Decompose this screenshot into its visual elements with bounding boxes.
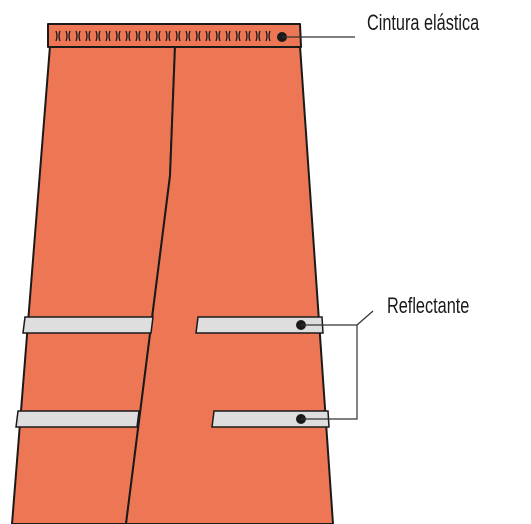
waistband-label: Cintura elástica — [367, 11, 479, 36]
reflective-band-right-upper — [195, 316, 324, 334]
reflective-band-left-upper — [22, 316, 154, 334]
reflective-label: Reflectante — [387, 294, 469, 319]
reflective-band-left-lower — [15, 410, 140, 428]
waistband-gathers — [55, 30, 271, 42]
reflective-leader-line — [356, 310, 374, 326]
reflective-leader-bracket — [301, 324, 358, 420]
elastic-waistband — [47, 23, 302, 48]
